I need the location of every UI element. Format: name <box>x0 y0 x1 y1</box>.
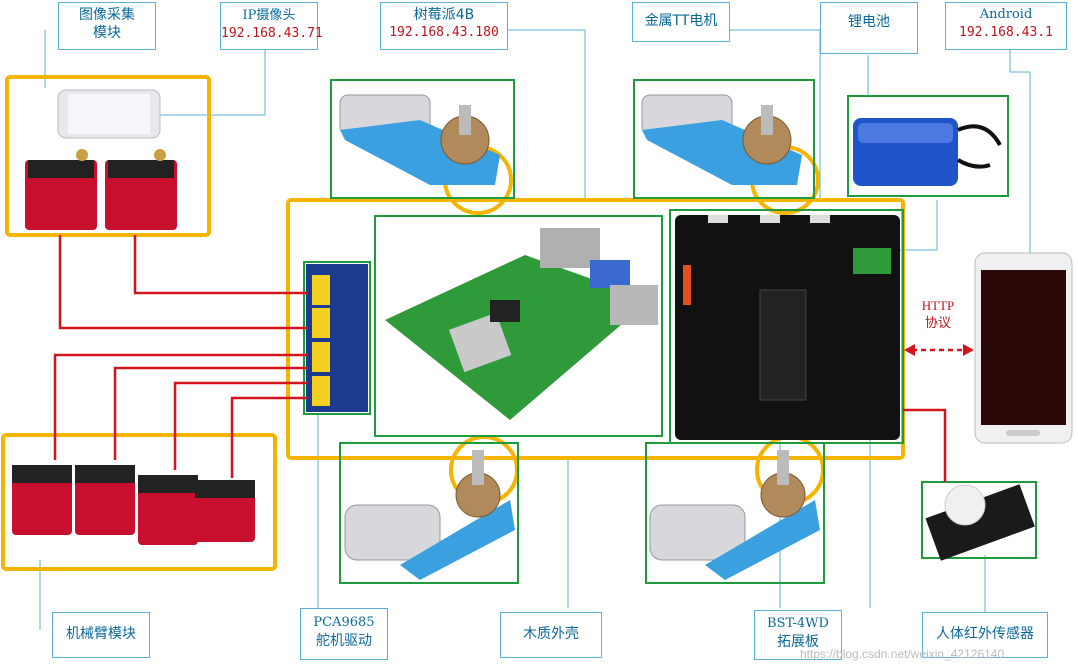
image-module-line1: 图像采集 <box>79 7 135 23</box>
http-protocol-label: HTTP 协议 <box>908 297 968 331</box>
tt-motor-right <box>641 94 802 185</box>
label-image-module: 图像采集 模块 <box>58 2 156 50</box>
raspberry-pi-board <box>385 228 658 420</box>
http-arrow <box>904 344 974 356</box>
label-wood-shell: 木质外壳 <box>500 612 602 658</box>
pir-sensor <box>925 484 1035 561</box>
android-ip: 192.168.43.1 <box>959 25 1053 40</box>
bst-line1: BST-4WD <box>767 616 829 631</box>
label-bst-4wd: BST-4WD 拓展板 <box>754 610 842 660</box>
gear-motor-right <box>649 450 820 580</box>
raspberry-ip: 192.168.43.180 <box>389 25 499 40</box>
tt-motor-title: 金属TT电机 <box>644 13 718 29</box>
pir-title: 人体红外传感器 <box>936 626 1034 642</box>
gear-motor-left <box>344 450 515 580</box>
label-pca9685: PCA9685 舵机驱动 <box>300 608 388 660</box>
android-phone <box>974 252 1073 444</box>
tt-motor-left <box>339 94 500 185</box>
raspberry-title: 树莓派4B <box>413 7 475 23</box>
arm-servos <box>12 465 255 545</box>
http-line1: HTTP <box>921 298 955 313</box>
label-ip-camera: IP摄像头 192.168.43.71 <box>220 2 323 50</box>
watermark: https://blog.csdn.net/weixin_42126140 <box>800 647 1005 661</box>
label-pir-sensor: 人体红外传感器 <box>922 612 1048 658</box>
pca-line2: 舵机驱动 <box>316 633 372 649</box>
ip-camera-ip: 192.168.43.71 <box>221 26 323 41</box>
label-tt-motor: 金属TT电机 <box>632 2 730 42</box>
bst-line2: 拓展板 <box>777 634 819 650</box>
label-arm-module: 机械臂模块 <box>52 612 150 658</box>
label-android: Android 192.168.43.1 <box>945 2 1067 50</box>
bst-4wd-board <box>675 215 900 440</box>
camera-servos <box>25 149 177 230</box>
battery-title: 锂电池 <box>848 14 890 30</box>
arm-module-title: 机械臂模块 <box>66 626 136 642</box>
camera-phone <box>57 89 161 139</box>
ip-camera-title: IP摄像头 <box>242 8 296 23</box>
pca9685-board <box>306 264 368 412</box>
pca-line1: PCA9685 <box>313 615 375 630</box>
image-module-line2: 模块 <box>93 25 121 41</box>
battery-pack <box>853 118 1002 186</box>
label-battery: 锂电池 <box>820 2 918 54</box>
android-title: Android <box>979 7 1033 22</box>
green-frames <box>303 79 1037 584</box>
label-raspberry-pi: 树莓派4B 192.168.43.180 <box>380 2 508 50</box>
servo-wires <box>53 235 947 482</box>
http-line2: 协议 <box>924 315 951 330</box>
wood-shell-title: 木质外壳 <box>523 626 579 642</box>
